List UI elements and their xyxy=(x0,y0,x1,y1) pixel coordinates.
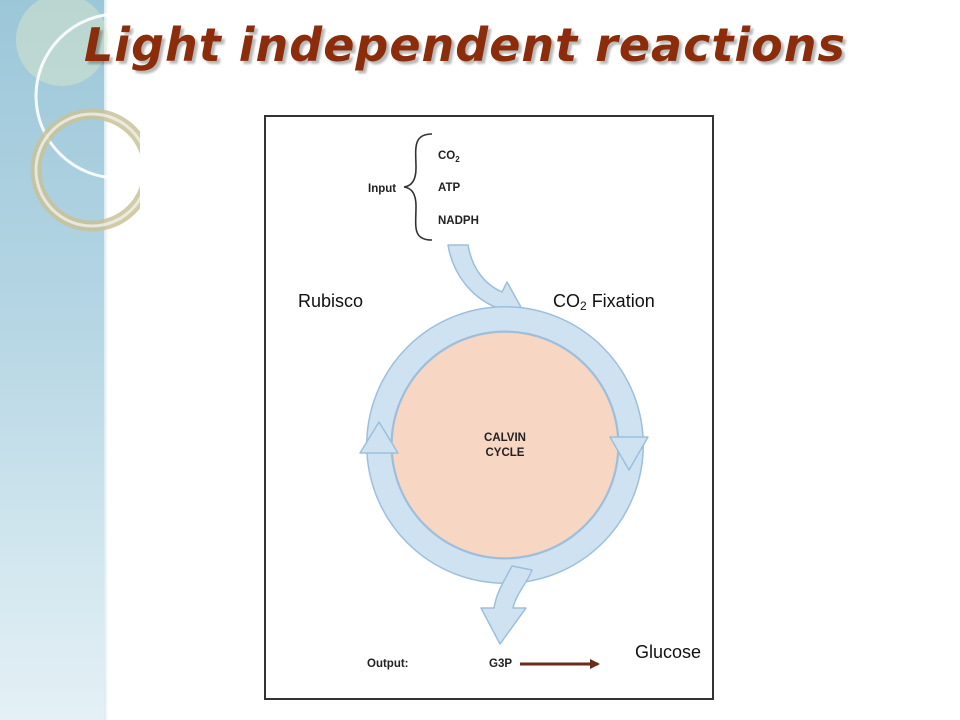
output-label: Output: xyxy=(367,658,409,670)
cycle-arrowhead-right xyxy=(609,436,649,471)
page-title: Light independent reactions xyxy=(84,18,846,72)
output-arrow xyxy=(480,565,533,645)
input-co2: CO2 xyxy=(438,150,460,164)
cycle-arrowhead-left xyxy=(359,421,399,454)
glucose-label: Glucose xyxy=(635,642,702,662)
input-atp: ATP xyxy=(438,182,460,194)
sidebar-band-edge xyxy=(104,0,108,720)
decor-ring-large xyxy=(34,12,140,180)
calvin-cycle-label-line1: Calvin xyxy=(484,432,526,444)
co2-fixation-label: CO2 Fixation xyxy=(553,291,655,313)
input-nadph: NADPH xyxy=(438,215,479,227)
sidebar-band xyxy=(0,0,106,720)
input-brace xyxy=(403,133,433,241)
rubisco-label: Rubisco xyxy=(298,291,364,311)
input-label: Input xyxy=(368,183,396,195)
decorative-rings xyxy=(16,0,140,232)
calvin-cycle-label-line2: Cycle xyxy=(486,447,525,459)
decor-ring-gold-highlight xyxy=(34,112,140,228)
output-g3p: G3P xyxy=(489,658,512,670)
calvin-cycle-disc xyxy=(391,331,619,559)
